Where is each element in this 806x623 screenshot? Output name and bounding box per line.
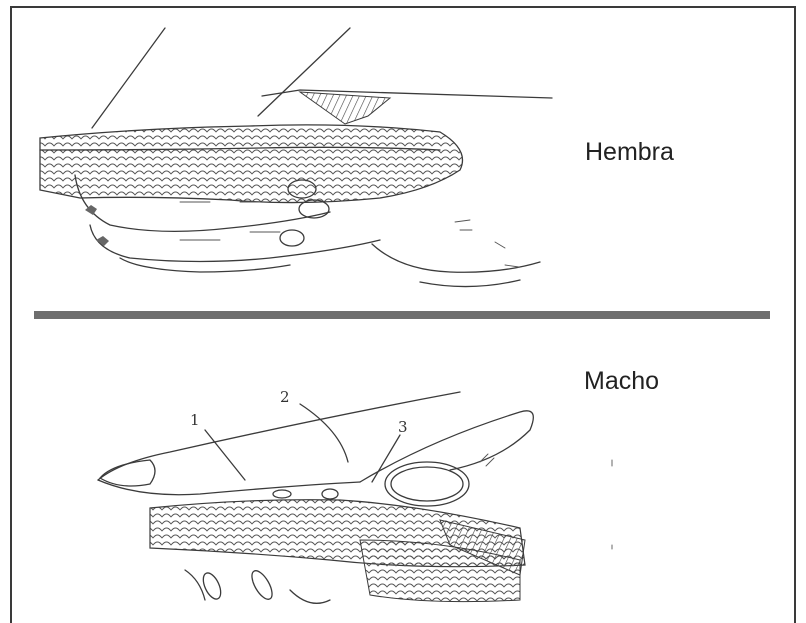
male-fish-drawing: [98, 392, 612, 603]
male-label: Macho: [584, 367, 659, 396]
female-label: Hembra: [585, 138, 674, 167]
callout-line-2: [300, 404, 348, 462]
panel-divider: [34, 311, 770, 319]
callout-line-1: [205, 430, 245, 480]
callout-number-1: 1: [190, 411, 200, 429]
female-fish-drawing: [40, 28, 552, 287]
callout-number-2: 2: [280, 388, 290, 406]
callout-number-3: 3: [398, 418, 408, 436]
